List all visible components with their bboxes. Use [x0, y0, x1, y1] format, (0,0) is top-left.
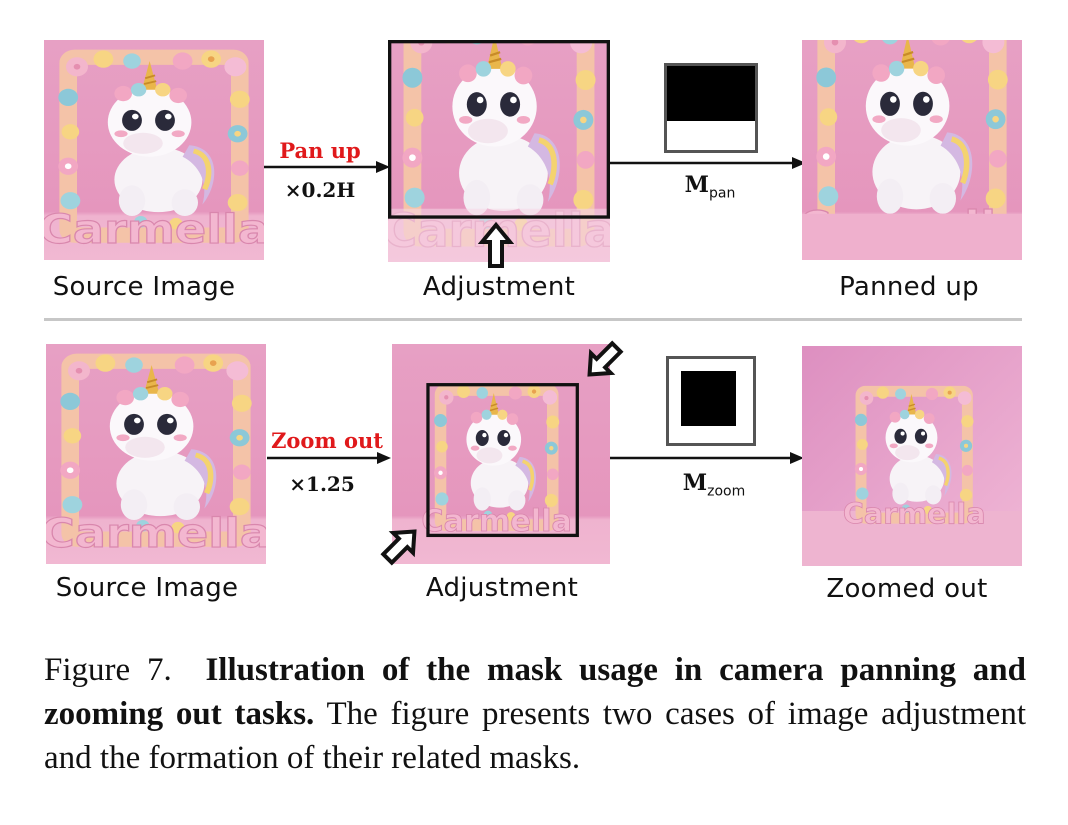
mask-zoom-arrow	[610, 452, 804, 464]
figure-caption: Figure 7. Illustration of the mask usage…	[44, 648, 1026, 780]
adjustment-label-row1: Adjustment	[422, 272, 576, 302]
caption-prefix: Figure 7.	[44, 652, 172, 688]
zoom-mask-label: Mzoom	[682, 470, 746, 500]
zoom-corner-arrow-icon-bottom	[380, 529, 417, 566]
adjustment-image-row2	[392, 344, 610, 564]
zoom-arrow	[267, 452, 391, 464]
adjustment-label-row2: Adjustment	[425, 573, 579, 603]
zoom-corner-arrow-icon-top	[587, 340, 624, 377]
panned-up-image	[802, 40, 1022, 260]
zoom-out-label: Zoom out	[271, 428, 383, 453]
pan-arrow	[264, 161, 390, 173]
pan-factor-label: ×0.2H	[284, 178, 356, 202]
pan-mask	[664, 63, 758, 153]
source-image-label-row2: Source Image	[55, 573, 239, 603]
caption-bold: Illustration of the mask usage in camera…	[44, 652, 1027, 732]
zoom-factor-label: ×1.25	[289, 472, 355, 496]
source-image-row1	[44, 40, 264, 260]
caption-rest: The figure presents two cases of image a…	[44, 696, 1026, 776]
pan-up-arrow-icon	[478, 222, 514, 268]
zoomed-out-image	[802, 346, 1022, 566]
row-divider	[44, 318, 1022, 321]
source-image-row2	[46, 344, 266, 564]
panned-up-label: Panned up	[839, 272, 979, 302]
pan-mask-label: Mpan	[684, 172, 736, 202]
pan-up-label: Pan up	[279, 138, 361, 163]
mask-pan-arrow	[610, 157, 806, 169]
zoomed-out-label: Zoomed out	[826, 574, 988, 604]
source-image-label-row1: Source Image	[52, 272, 236, 302]
zoom-mask	[666, 356, 756, 446]
